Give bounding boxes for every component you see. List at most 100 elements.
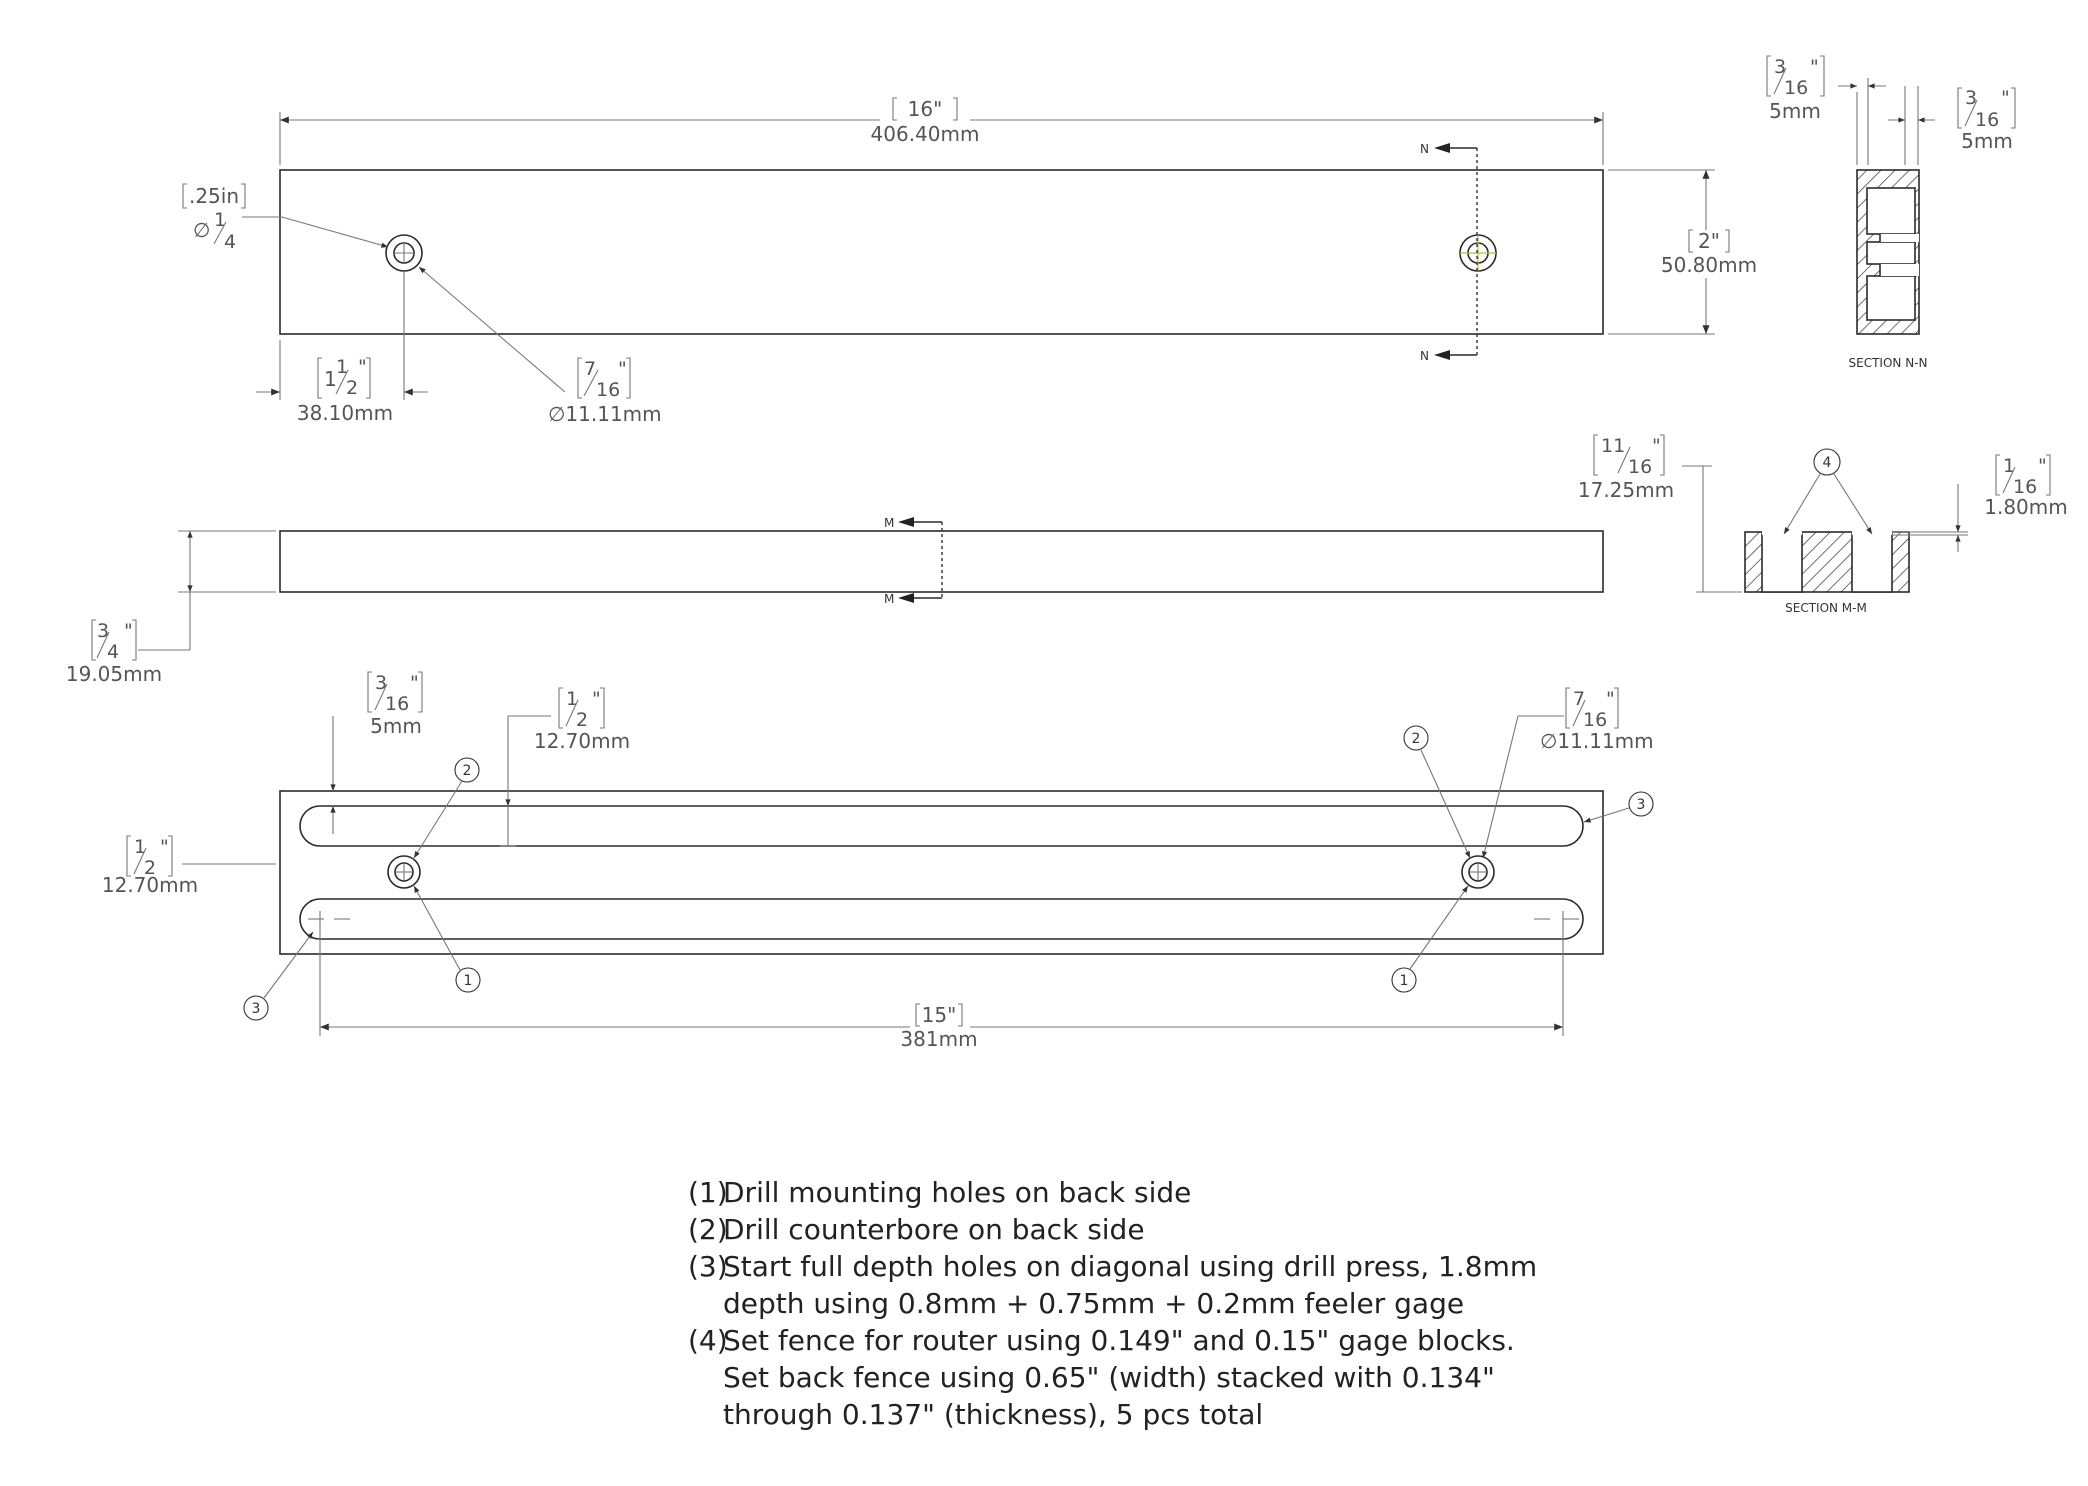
note-4: (4) Set fence for router using 0.149" an… [688, 1322, 1588, 1433]
note-2: (2) Drill counterbore on back side [688, 1211, 1588, 1248]
hole-offset-dimension: 1 1 2 " 38.10mm [256, 272, 428, 425]
slot-spacing-den: 2 [144, 857, 156, 879]
slot-width-unit: " [592, 688, 601, 710]
balloon-1-right: 1 [1400, 973, 1409, 989]
counterbore-den: 16 [596, 379, 620, 401]
balloon-2-left: 2 [463, 763, 472, 779]
slot-length-inch: 15" [922, 1003, 957, 1027]
note-text: Start full depth holes on diagonal using… [723, 1250, 1538, 1320]
section-m-m-view: SECTION M-M 4 11 16 " 17.25mm 1 16 " 1.8… [1578, 434, 2068, 615]
section-n-right-num: 3 [1965, 87, 1977, 109]
thickness-mm: 19.05mm [66, 662, 162, 686]
slot-width-den: 2 [576, 709, 588, 731]
notes-block: (1) Drill mounting holes on back side (2… [688, 1174, 1588, 1433]
hole-offset-num: 1 [336, 356, 348, 378]
top-view-outline [279, 169, 1604, 335]
section-n-left-unit: " [1810, 56, 1819, 78]
balloon-3-right: 3 [1637, 797, 1646, 813]
thickness-den: 4 [107, 641, 119, 663]
side-view: M M 3 4 " 19.05mm [66, 516, 1604, 686]
section-n-n-view: SECTION N-N 3 16 " 5mm 3 16 " 5mm [1766, 55, 2016, 370]
thickness-unit: " [124, 620, 133, 642]
section-m-height-den: 16 [1628, 456, 1652, 478]
width-dimension: 2" 50.80mm [1608, 169, 1757, 335]
section-m-depth-unit: " [2038, 455, 2047, 477]
section-m-height-mm: 17.25mm [1578, 478, 1674, 502]
slot-spacing-num: 1 [134, 836, 146, 858]
counterbore-num: 7 [584, 358, 596, 380]
slot-width-num: 1 [566, 688, 578, 710]
balloon-2-right: 2 [1412, 731, 1421, 747]
hole-dia-num: 1 [214, 209, 226, 231]
overall-length-dimension: 16" 406.40mm [279, 97, 1604, 165]
section-n-marker-top: N [1420, 142, 1429, 156]
section-m-depth-mm: 1.80mm [1984, 495, 2068, 519]
balloon-1-left: 1 [464, 973, 473, 989]
section-n-left-num: 3 [1774, 56, 1786, 78]
right-counterbore-unit: " [1606, 688, 1615, 710]
top-view: N N 16" 406.40mm 2" 50.80mm .25in ∅ [182, 97, 1757, 426]
note-text: Drill counterbore on back side [723, 1213, 1145, 1246]
hole-dia-den: 4 [224, 231, 236, 253]
upper-slot [299, 805, 1584, 847]
slot-edge-den: 16 [385, 693, 409, 715]
section-n-left-den: 16 [1784, 77, 1808, 99]
slot-edge-mm: 5mm [370, 714, 422, 738]
thickness-num: 3 [97, 620, 109, 642]
bottom-view-outline [279, 790, 1604, 955]
section-n-right-mm: 5mm [1961, 129, 2013, 153]
section-m-height-unit: " [1652, 435, 1661, 457]
counterbore-unit: " [618, 358, 627, 380]
note-text: Drill mounting holes on back side [723, 1176, 1192, 1209]
note-text: Set fence for router using 0.149" and 0.… [723, 1324, 1515, 1431]
hole-offset-unit: " [358, 356, 367, 378]
width-mm: 50.80mm [1661, 253, 1757, 277]
right-counterbore-mm: ∅11.11mm [1540, 729, 1654, 753]
counterbore-mm: ∅11.11mm [548, 402, 662, 426]
slot-spacing-mm: 12.70mm [102, 873, 198, 897]
slot-width-mm: 12.70mm [534, 729, 630, 753]
balloon-3-left: 3 [252, 1001, 261, 1017]
section-m-marker-top: M [884, 516, 894, 530]
section-n-label: SECTION N-N [1849, 356, 1928, 370]
section-n-marker-bottom: N [1420, 349, 1429, 363]
hole-offset-mm: 38.10mm [297, 401, 393, 425]
section-n-right-den: 16 [1975, 109, 1999, 131]
balloon-4: 4 [1823, 455, 1832, 471]
bottom-left-hole [387, 855, 421, 889]
slot-spacing-unit: " [160, 836, 169, 858]
left-mount-hole [385, 234, 423, 272]
overall-length-mm: 406.40mm [871, 122, 980, 146]
bottom-view: 2 1 2 1 3 3 3 16 " 5mm 1 2 " [102, 671, 1654, 1051]
note-number: (3) [688, 1250, 728, 1283]
hole-offset-whole: 1 [324, 367, 337, 391]
note-number: (2) [688, 1213, 728, 1246]
right-counterbore-den: 16 [1583, 709, 1607, 731]
section-m-marker-bottom: M [884, 592, 894, 606]
section-n-left-mm: 5mm [1769, 99, 1821, 123]
width-inch: 2" [1698, 229, 1720, 253]
section-m-label: SECTION M-M [1785, 601, 1867, 615]
note-number: (1) [688, 1176, 728, 1209]
note-number: (4) [688, 1324, 728, 1357]
section-m-height-num: 11 [1601, 435, 1625, 457]
section-m-depth-den: 16 [2013, 476, 2037, 498]
right-counterbore-num: 7 [1573, 688, 1585, 710]
note-3: (3) Start full depth holes on diagonal u… [688, 1248, 1588, 1322]
slot-edge-num: 3 [375, 672, 387, 694]
section-n-cut-line: N N [1420, 142, 1478, 363]
overall-length-inch: 16" [908, 97, 943, 121]
right-mount-hole [1459, 234, 1497, 272]
bottom-right-hole [1461, 855, 1495, 889]
hole-diameter-callout: .25in ∅ 1 4 [182, 183, 389, 253]
note-1: (1) Drill mounting holes on back side [688, 1174, 1588, 1211]
section-m-depth-num: 1 [2003, 455, 2015, 477]
slot-edge-unit: " [410, 672, 419, 694]
diameter-symbol: ∅ [193, 218, 210, 242]
counterbore-callout: 7 16 " ∅11.11mm [418, 266, 662, 426]
section-n-right-unit: " [2001, 87, 2010, 109]
hole-dia-inch: .25in [189, 184, 239, 208]
slot-length-mm: 381mm [900, 1027, 977, 1051]
lower-slot [299, 898, 1584, 940]
